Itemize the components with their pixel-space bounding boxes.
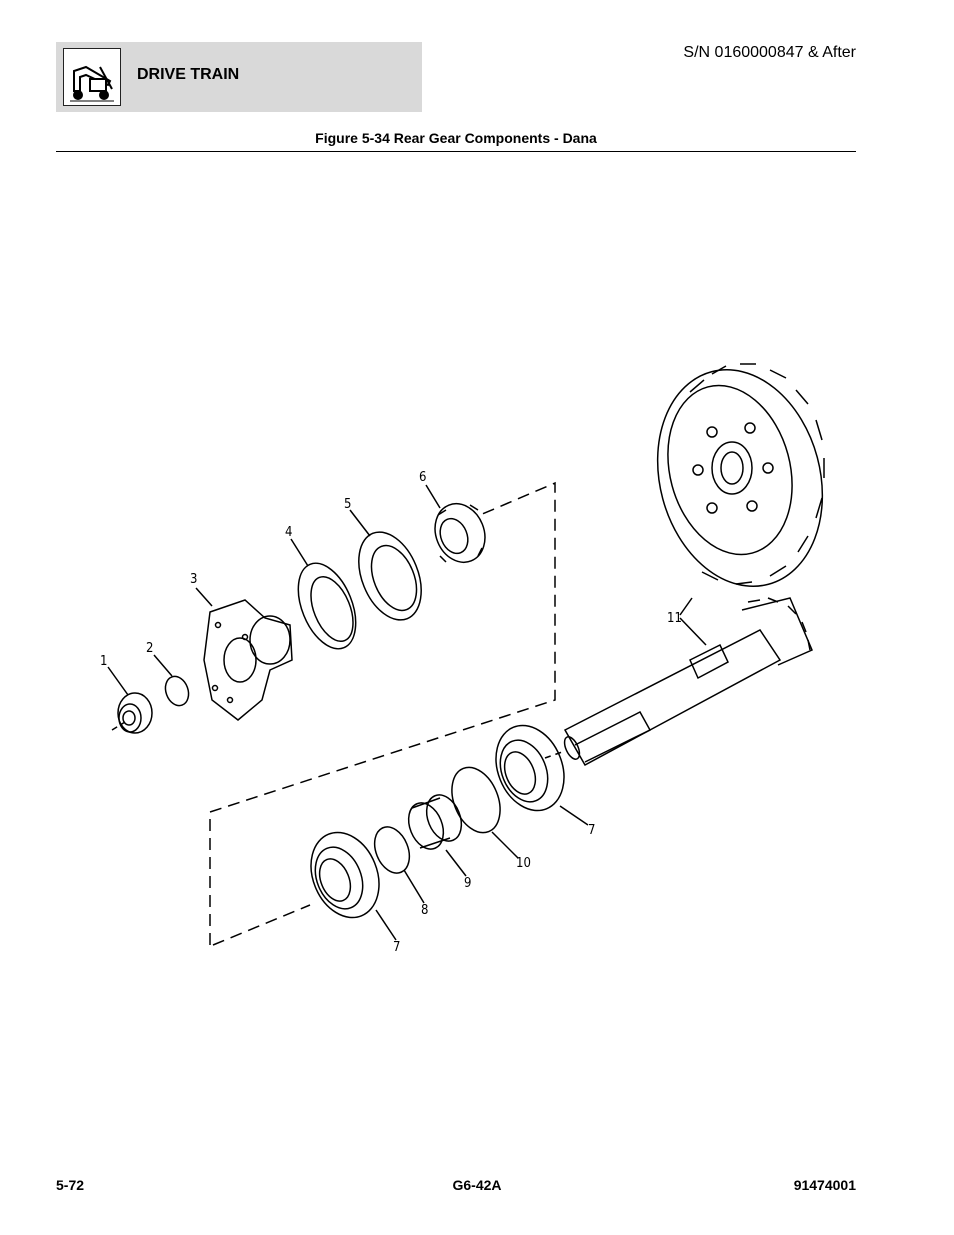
callout-9: 9 (464, 876, 471, 891)
callout-3: 3 (190, 572, 197, 587)
callout-4: 4 (285, 525, 292, 540)
callout-8: 8 (421, 903, 428, 918)
part-6-bearing-nut (434, 503, 486, 563)
part-5-slinger (358, 531, 422, 621)
serial-number: S/N 0160000847 & After (683, 44, 856, 61)
callout-10: 10 (516, 856, 531, 871)
section-title: DRIVE TRAIN (137, 66, 240, 83)
page-number: 5-72 (56, 1177, 85, 1193)
callout-6: 6 (419, 470, 426, 485)
callout-2: 2 (146, 641, 153, 656)
callout-7-lower: 7 (393, 940, 400, 955)
part-3-yoke (203, 599, 293, 721)
header-rule (56, 151, 856, 152)
part-11-pinion-shaft (563, 597, 813, 767)
document-number: 91474001 (793, 1177, 856, 1193)
callout-5: 5 (344, 497, 351, 512)
part-4-seal (297, 562, 357, 650)
model-number: G6-42A (452, 1177, 502, 1193)
telehandler-icon (63, 48, 121, 106)
part-7-lower-bearing (310, 831, 380, 919)
figure-caption: Figure 5-34 Rear Gear Components - Dana (315, 130, 597, 146)
callout-1: 1 (100, 654, 107, 669)
part-9-spacer (407, 794, 463, 850)
callout-7-upper: 7 (588, 823, 595, 838)
part-10-shim (451, 766, 501, 834)
callout-11: 11 (667, 611, 682, 626)
part-1-nut (117, 692, 153, 734)
part-8-shim (373, 826, 411, 874)
part-11-ring-gear (656, 363, 825, 588)
part-2-washer (164, 675, 190, 707)
part-7-upper-bearing (495, 724, 565, 812)
